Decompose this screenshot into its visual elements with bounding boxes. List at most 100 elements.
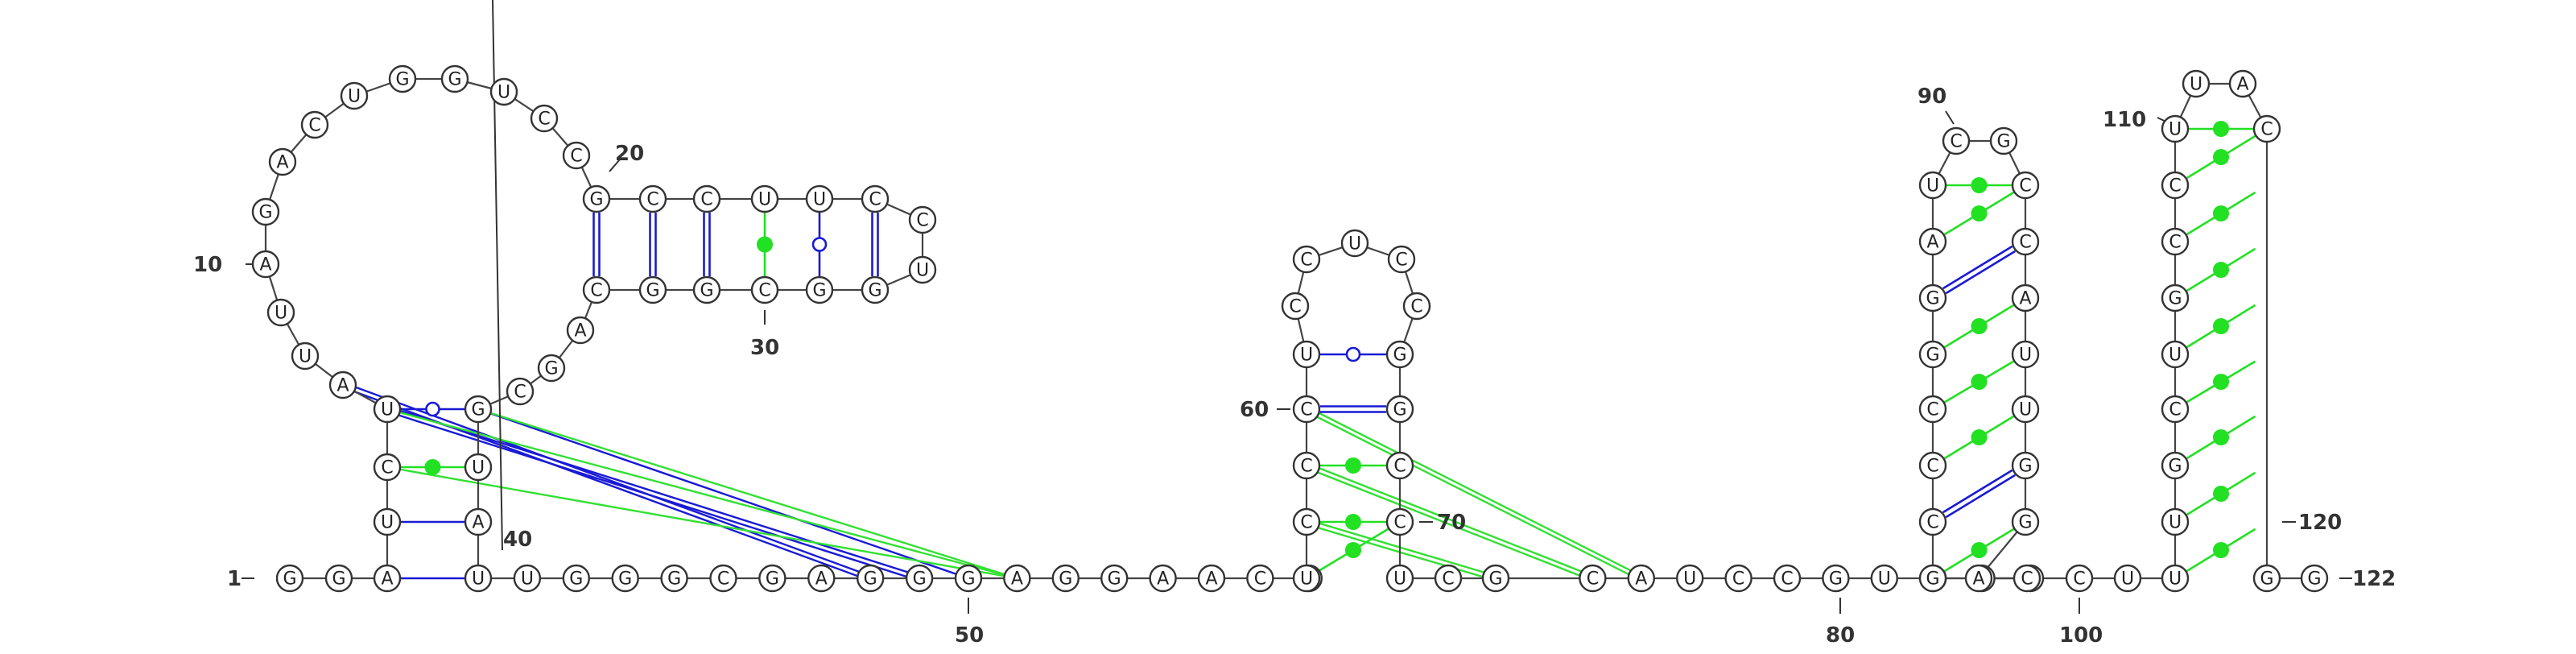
nucleotide: U [373,395,402,424]
nucleotide-circle [268,147,297,176]
nucleotide: C [1292,395,1321,424]
nucleotide-circle [373,453,402,482]
nucleotide: A [1149,564,1177,593]
nucleotide-letter: G [864,569,877,590]
nucleotide-letter: U [2169,346,2182,366]
nucleotide: G [2300,564,2329,593]
position-label-70: 70 [1437,511,1466,535]
nucleotide-letter: G [1393,346,1406,366]
nucleotide-letter: C [2169,233,2181,253]
nucleotide-letter: U [348,87,361,107]
nucleotide: G [692,275,721,304]
nucleotide: G [954,564,983,593]
nucleotide-circle [1340,229,1369,258]
nucleotide-circle [1246,564,1274,593]
nucleotide: G [324,564,353,593]
noncanonical-pair-marker [2213,262,2229,278]
nucleotide: C [2161,395,2190,424]
base-pairs [401,121,2256,580]
nucleotide-circle [908,205,937,234]
nucleotide-letter: G [1059,569,1072,590]
nucleotide: C [1918,451,1947,480]
nucleotide: C [1385,507,1414,536]
wobble-pair-marker [811,237,828,252]
nucleotide: G [464,395,493,424]
nucleotide-letter: U [497,83,510,103]
nucleotide-letter: A [276,153,288,173]
nucleotide: U [1292,340,1321,369]
nucleotide-circle [861,275,890,304]
nucleotide-letter: C [1732,569,1744,590]
nucleotide: G [905,564,934,593]
nucleotide-letter: A [1635,569,1647,590]
nucleotide-letter: C [1395,250,1407,271]
nucleotide-circle [1822,564,1850,593]
nucleotide: A [1197,564,1226,593]
nucleotide-letter: C [1300,457,1312,477]
nucleotide-letter: A [1926,233,1938,253]
nucleotide-letter: U [381,400,394,420]
nucleotide-letter: C [1300,250,1312,271]
nucleotide-letter: U [275,304,287,324]
nucleotide-letter: G [2018,457,2032,477]
nucleotide: G [537,354,566,383]
nucleotide-circle [464,564,493,593]
nucleotide-letter: G [258,203,272,223]
nucleotide-letter: U [1878,569,1891,590]
nucleotide-circle [373,507,402,536]
nucleotide-circle [2161,507,2190,536]
nucleotide: G [1385,340,1414,369]
nucleotide-letter: C [570,147,582,167]
nucleotide-letter: U [299,347,312,367]
nucleotide-circle [1402,292,1431,321]
nucleotide-circle [908,255,937,284]
nucleotide: G [611,564,639,593]
tertiary-interaction-line [1306,405,1642,577]
nucleotide-letter: C [700,190,712,210]
nucleotide-letter: C [1393,513,1406,533]
nucleotide-circle [2161,284,2190,313]
nucleotide: C [1724,564,1752,593]
nucleotide-circle [1724,564,1752,593]
nucleotide-letter: C [538,110,550,130]
nucleotide-letter: C [1926,400,1938,420]
nucleotide-circle [954,564,983,593]
nucleotide-letter: G [2168,457,2182,477]
nucleotide-circle [758,564,786,593]
noncanonical-pair-marker [2213,205,2229,221]
nucleotide-letter: G [544,359,558,379]
nucleotide-circle [566,316,595,345]
nucleotide: C [506,377,535,406]
nucleotide-circle [489,77,518,106]
nucleotide: C [582,275,611,304]
nucleotide-letter: C [1300,513,1312,533]
nucleotide-letter: G [646,281,659,301]
nucleotide-circle [513,564,542,593]
nucleotide-letter: A [815,569,828,590]
noncanonical-pair-marker [2213,121,2229,137]
nucleotide-circle [2161,340,2190,369]
nucleotide: C [908,205,937,234]
nucleotide-letter: C [1950,132,1962,152]
nucleotide-circle [1387,245,1416,274]
nucleotide-circle [1918,507,1947,536]
nucleotide-circle [2011,395,2040,424]
nucleotide-circle [2252,114,2281,143]
nucleotide-circle [1434,564,1463,593]
nucleotide-letter: G [618,569,632,590]
nucleotide-circle [464,453,493,482]
nucleotide-circle [582,275,611,304]
nucleotide: C [2252,114,2281,143]
nucleotide: C [2011,227,2040,256]
nucleotide-letter: U [1300,346,1313,366]
nucleotide: U [2011,395,2040,424]
nucleotide: G [2252,564,2281,593]
noncanonical-pair-marker [1971,542,1988,558]
nucleotide: A [2011,284,2040,313]
nucleotide-letter: U [916,261,929,281]
tertiary-interaction-line [386,405,920,577]
nucleotide: U [750,184,779,213]
nucleotide-circle [1292,564,1321,593]
nucleotide: C [1292,245,1321,274]
position-label-50: 50 [955,623,984,648]
